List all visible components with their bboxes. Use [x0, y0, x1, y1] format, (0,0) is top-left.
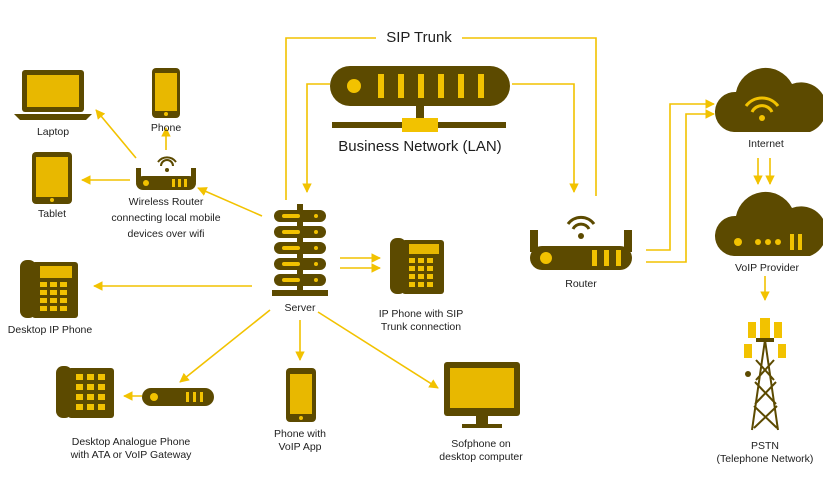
voip-provider-cloud-icon — [714, 191, 823, 256]
tablet-label: Tablet — [37, 208, 67, 220]
router-to-internet-line-1 — [646, 99, 715, 251]
pstn-label: PSTN (Telephone Network) — [707, 440, 823, 466]
server-icon — [272, 204, 328, 296]
tower-icon — [744, 318, 786, 431]
voip-app-label-line2: VoIP App — [278, 441, 322, 453]
laptop-label: Laptop — [36, 126, 70, 138]
desktop-ip-phone-label: Desktop IP Phone — [7, 324, 93, 336]
desk-phone-icon — [20, 260, 78, 318]
wifi-to-laptop-line — [95, 109, 137, 159]
softphone-label: Sofphone on desktop computer — [418, 438, 544, 464]
ip-phone-label-line2: Trunk connection — [380, 321, 462, 333]
pstn-label-line2: (Telephone Network) — [716, 453, 814, 465]
laptop-icon — [14, 70, 92, 120]
server-to-softphone-line — [317, 311, 439, 389]
router-label: Router — [565, 278, 597, 290]
ip-phone-label-line1: IP Phone with SIP — [378, 308, 464, 320]
softphone-label-line1: Sofphone on — [451, 438, 511, 450]
softphone-label-line2: desktop computer — [439, 451, 523, 463]
router-to-internet-line-2 — [646, 109, 715, 263]
router-icon — [530, 215, 632, 270]
sip-trunk-line — [285, 37, 376, 200]
analogue-phone-label: Desktop Analogue Phone with ATA or VoIP … — [56, 436, 206, 462]
lan-to-router-line — [512, 83, 579, 193]
lan-switch-icon — [330, 66, 510, 132]
wireless-router-icon — [136, 156, 196, 190]
server-label: Server — [284, 302, 316, 314]
sip-trunk-label: SIP Trunk — [376, 29, 462, 47]
voip-provider-label: VoIP Provider — [734, 262, 799, 274]
server-to-wifi-line — [197, 187, 263, 217]
voip-app-label-line1: Phone with — [274, 428, 326, 440]
voip-app-phone-icon — [286, 368, 316, 422]
phone-label: Phone — [150, 122, 182, 134]
connection-lines — [81, 37, 775, 401]
monitor-icon — [444, 362, 520, 428]
phone-icon — [152, 68, 180, 118]
server-to-ata-line — [179, 309, 271, 383]
tablet-icon — [32, 152, 72, 204]
analogue-phone-icon — [56, 366, 114, 418]
analogue-phone-label-line2: with ATA or VoIP Gateway — [70, 449, 192, 461]
lan-to-server-line — [302, 83, 330, 193]
wireless-router-label-line3: devices over wifi — [127, 228, 205, 240]
ip-phone-label: IP Phone with SIP Trunk connection — [356, 308, 486, 334]
ip-phone-icon — [390, 238, 444, 294]
sip-trunk-line-right — [462, 37, 597, 196]
wireless-router-label-line2: connecting local mobile — [111, 212, 221, 224]
ata-icon — [142, 388, 214, 406]
internet-label: Internet — [748, 138, 784, 150]
pstn-label-line1: PSTN — [750, 440, 779, 452]
cloud-icon — [714, 67, 823, 132]
wireless-router-label-line1: Wireless Router — [128, 196, 204, 208]
analogue-phone-label-line1: Desktop Analogue Phone — [71, 436, 191, 448]
voip-app-label: Phone with VoIP App — [260, 428, 340, 454]
business-network-label: Business Network (LAN) — [338, 138, 502, 155]
wireless-router-label: Wireless Router connecting local mobile … — [96, 196, 236, 241]
